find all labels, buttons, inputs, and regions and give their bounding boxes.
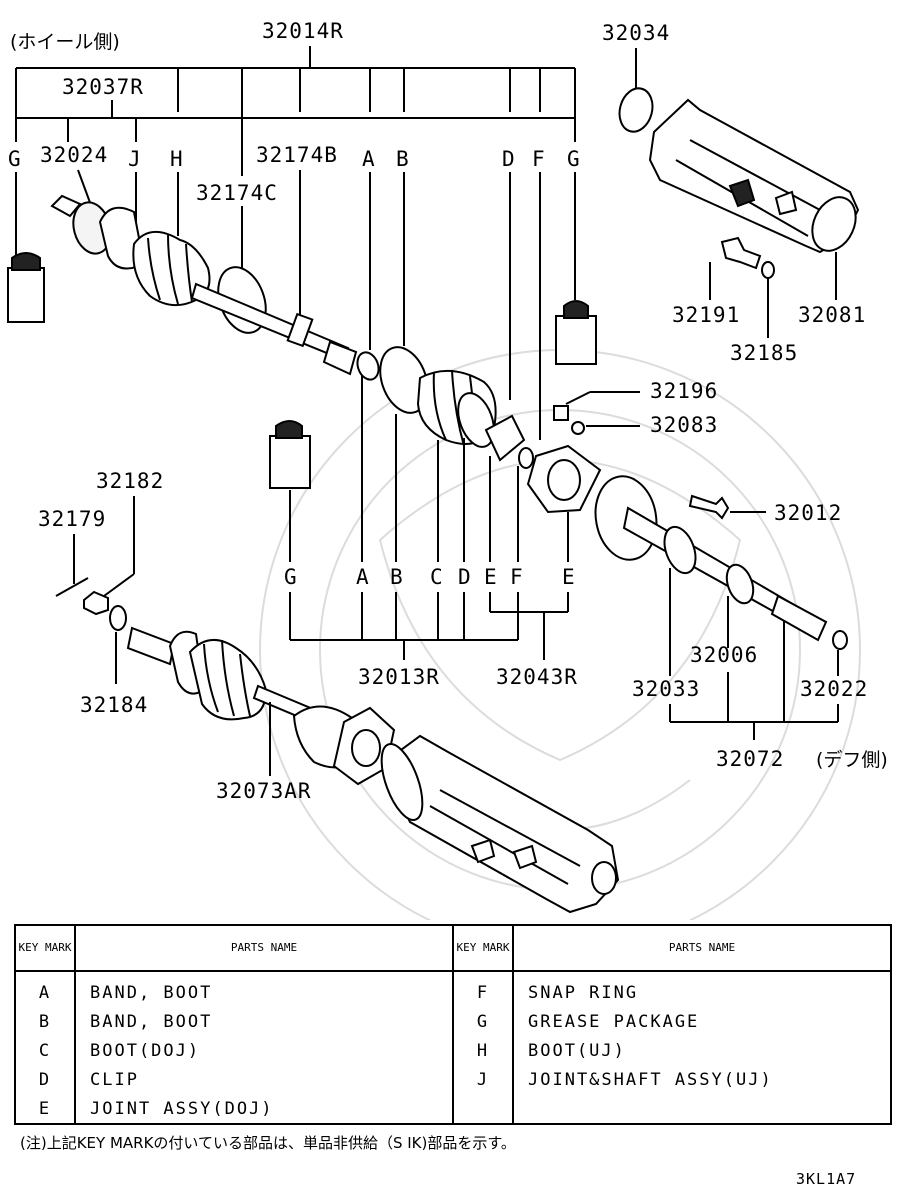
leader-32196 (565, 391, 591, 405)
upper-driveshaft (7, 194, 602, 514)
key-mark-cell: B (15, 1007, 76, 1036)
part-32182-nut (83, 590, 109, 616)
label-32006: 32006 (690, 643, 758, 667)
label-key-A-top: A (362, 147, 376, 171)
label-wheel-side: (ホイール側) (10, 31, 120, 53)
key-mark-cell: D (15, 1065, 76, 1094)
exploded-parts-diagram: (ホイール側) 32014R 32037R G 32024 J H 32174B… (7, 19, 888, 920)
table-row: D CLIP J JOINT&SHAFT ASSY(UJ) (15, 1065, 891, 1094)
grease-package-G-center (269, 420, 311, 489)
grease-package-G-right (555, 300, 597, 365)
label-32179: 32179 (38, 507, 106, 531)
part-32196-nut (553, 405, 569, 421)
table-header-row: KEY MARK PARTS NAME KEY MARK PARTS NAME (15, 925, 891, 972)
label-key-E-mid: E (484, 565, 498, 589)
label-key-F-mid: F (510, 565, 524, 589)
label-32022: 32022 (800, 677, 868, 701)
label-32083: 32083 (650, 413, 718, 437)
key-mark-table: KEY MARK PARTS NAME KEY MARK PARTS NAME … (14, 924, 892, 1125)
reference-code: 3KL1A7 (796, 1170, 857, 1188)
parts-name-cell: JOINT&SHAFT ASSY(UJ) (528, 1069, 773, 1090)
part-32185-washer (761, 261, 775, 279)
header-key-mark-right: KEY MARK (453, 925, 514, 972)
part-32191-bolt (720, 236, 762, 270)
parts-name-cell: CLIP (75, 1065, 454, 1094)
part-32083-washer (571, 421, 585, 435)
key-mark-cell: C (15, 1036, 76, 1065)
part-32012-bolt (688, 494, 730, 520)
label-key-H: H (170, 147, 184, 171)
label-32184: 32184 (80, 693, 148, 717)
label-32043R: 32043R (496, 665, 578, 689)
label-32013R: 32013R (358, 665, 440, 689)
label-key-D-top: D (502, 147, 516, 171)
key-mark-cell: E (15, 1094, 76, 1124)
label-key-B-top: B (396, 147, 410, 171)
parts-name-cell: BOOT(UJ) (528, 1040, 626, 1061)
label-32037R: 32037R (62, 75, 144, 99)
label-key-B-mid: B (390, 565, 404, 589)
key-mark-cell: A (15, 971, 76, 1007)
label-32024: 32024 (40, 143, 108, 167)
label-key-G-mid: G (284, 565, 298, 589)
label-32081: 32081 (798, 303, 866, 327)
table-row: E JOINT ASSY(DOJ) (15, 1094, 891, 1124)
parts-name-cell: BOOT(DOJ) (75, 1036, 454, 1065)
part-32184-washer (109, 605, 127, 631)
label-diff-side: (デフ側) (816, 749, 888, 771)
bracket-32072 (669, 568, 839, 740)
part-32073AR-driveshaft (126, 626, 396, 786)
label-32012: 32012 (774, 501, 842, 525)
label-key-G-top-right: G (567, 147, 581, 171)
label-key-J: J (128, 147, 142, 171)
label-key-C-mid: C (430, 565, 444, 589)
label-32014R: 32014R (262, 19, 344, 43)
label-32182: 32182 (96, 469, 164, 493)
housing-tube-lower (380, 734, 620, 914)
parts-name-cell: JOINT ASSY(DOJ) (75, 1094, 454, 1124)
parts-name-cell: SNAP RING (528, 982, 639, 1003)
table-row: B BAND, BOOT G GREASE PACKAGE (15, 1007, 891, 1036)
label-32174B: 32174B (256, 143, 338, 167)
leader-lines-middle (289, 376, 569, 660)
parts-name-cell: BAND, BOOT (75, 971, 454, 1007)
parts-name-cell: BAND, BOOT (75, 1007, 454, 1036)
parts-name-cell (513, 1094, 891, 1124)
label-32174C: 32174C (196, 181, 278, 205)
label-key-A-mid: A (356, 565, 370, 589)
bracket-32037R (15, 100, 576, 142)
label-key-F-top: F (532, 147, 546, 171)
header-key-mark-left: KEY MARK (15, 925, 76, 972)
label-32196: 32196 (650, 379, 718, 403)
key-mark-cell (453, 1094, 514, 1124)
label-32072: 32072 (716, 747, 784, 771)
bracket-32014R (15, 46, 576, 176)
header-parts-name-left: PARTS NAME (75, 925, 454, 972)
header-parts-name-right: PARTS NAME (513, 925, 891, 972)
key-mark-cell: J (453, 1065, 514, 1094)
label-32073AR: 32073AR (216, 779, 312, 803)
label-32033: 32033 (632, 677, 700, 701)
grease-package-G-left (7, 252, 45, 323)
parts-name-cell: GREASE PACKAGE (528, 1011, 700, 1032)
label-key-D-mid: D (458, 565, 472, 589)
table-row: C BOOT(DOJ) H BOOT(UJ) (15, 1036, 891, 1065)
table-row: A BAND, BOOT F SNAP RING (15, 971, 891, 1007)
part-32072-shaft (594, 475, 848, 650)
label-key-E-mid-right: E (562, 565, 576, 589)
part-32081-tube (618, 87, 860, 254)
label-32191: 32191 (672, 303, 740, 327)
key-mark-cell: G (453, 1007, 514, 1036)
footnote: (注)上記KEY MARKの付いている部品は、単品非供給（S IK)部品を示す。 (20, 1134, 516, 1152)
label-32185: 32185 (730, 341, 798, 365)
key-mark-cell: H (453, 1036, 514, 1065)
part-32179-cotter-pin (55, 577, 89, 597)
key-mark-cell: F (453, 971, 514, 1007)
leader-lines-top (15, 169, 576, 440)
label-key-G-top: G (8, 147, 22, 171)
label-32034: 32034 (602, 21, 670, 45)
